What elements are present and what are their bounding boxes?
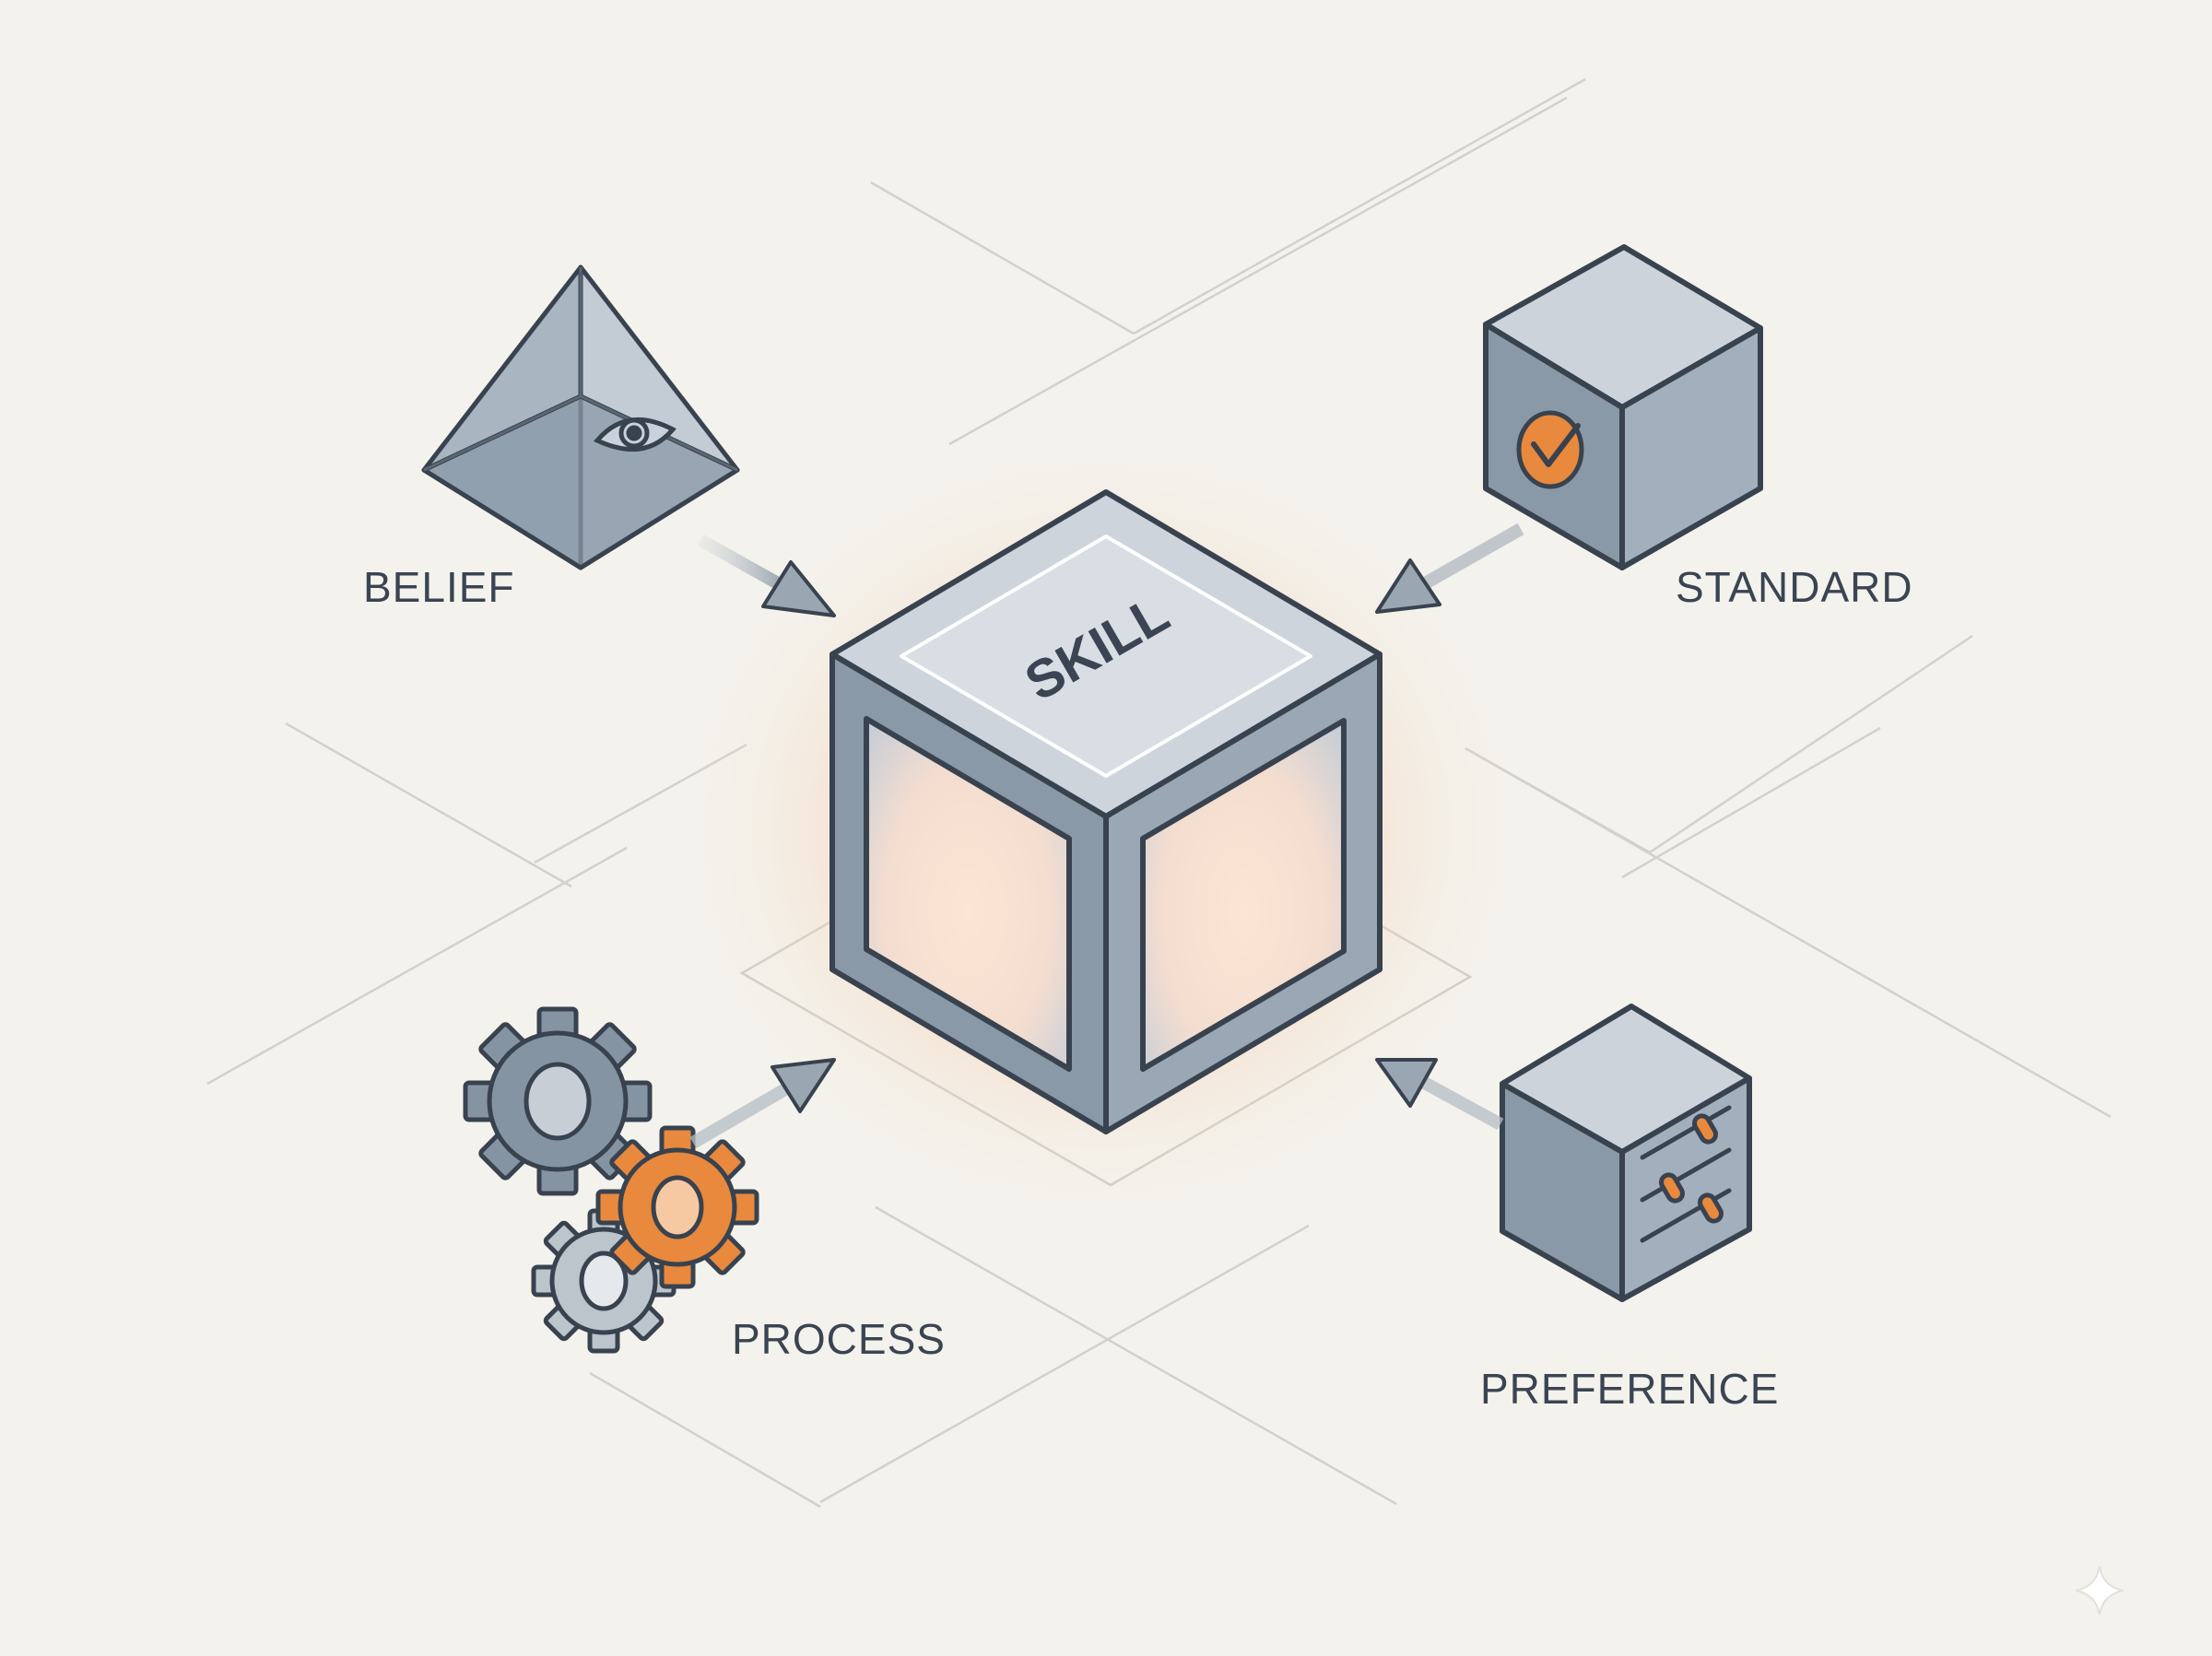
skill-cube-right-window <box>1140 718 1347 1072</box>
gear-orange-icon <box>595 1125 759 1289</box>
standard-cube <box>1483 244 1763 570</box>
arrow-process-to-skill <box>689 1058 836 1149</box>
gears-icon <box>463 1006 759 1354</box>
arrow-standard-to-skill <box>1375 523 1524 614</box>
preference-label: PREFERENCE <box>1480 1365 1780 1413</box>
background-guide-lines <box>206 77 2112 1509</box>
process-label: PROCESS <box>732 1315 946 1363</box>
preference-cube <box>1500 1004 1752 1302</box>
arrow-belief-to-skill <box>697 534 836 617</box>
belief-label: BELIEF <box>363 563 515 611</box>
gear-large-icon <box>463 1006 653 1196</box>
checkmark-badge-icon <box>1516 410 1584 489</box>
belief-pyramid <box>421 264 740 570</box>
skill-cube-left-window <box>864 716 1072 1072</box>
skill-cube-top-plate <box>900 534 1312 778</box>
slider-icon <box>1640 1105 1732 1243</box>
skill-cube <box>830 489 1382 1134</box>
arrow-preference-to-skill <box>1375 1058 1504 1131</box>
standard-label: STANDARD <box>1676 563 1913 611</box>
sparkle-icon <box>2075 1566 2124 1615</box>
eye-icon <box>593 417 677 452</box>
